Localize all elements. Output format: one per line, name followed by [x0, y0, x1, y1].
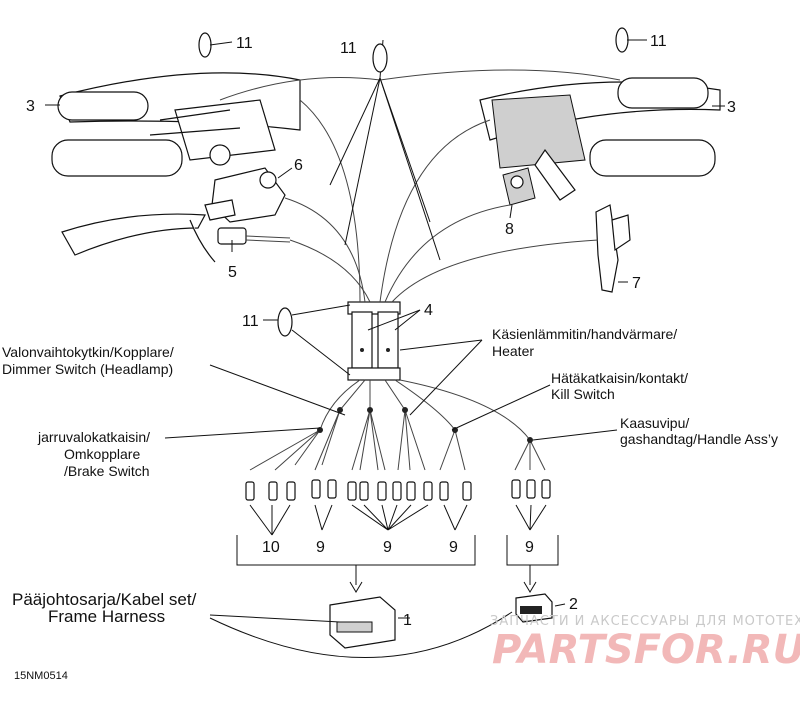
figure-code: 15NM0514 — [14, 670, 68, 682]
callout-9-c: 9 — [449, 539, 458, 556]
callout-7: 7 — [632, 275, 641, 292]
callout-4: 4 — [424, 302, 433, 319]
callout-11-center: 11 — [340, 40, 357, 57]
brake-label-line2: Omkopplare — [64, 446, 140, 462]
dimmer-label-line1: Valonvaihtokytkin/Kopplare/ — [2, 344, 174, 360]
part-7-lever — [595, 204, 631, 293]
kill-label-line2: Kill Switch — [551, 386, 615, 402]
watermark-line: ЗАПЧАСТИ И АКСЕССУАРЫ ДЛЯ МОТОТЕХНИКИ — [490, 614, 800, 629]
right-grip — [589, 139, 716, 177]
left-grip — [51, 139, 183, 177]
right-grip-top — [617, 77, 709, 109]
callout-11-left: 11 — [236, 35, 253, 52]
harness-pointers — [209, 611, 513, 659]
callout-9-a: 9 — [316, 539, 325, 556]
callout-11-right: 11 — [650, 33, 667, 50]
bracket-lines — [236, 535, 559, 593]
callout-9-b: 9 — [383, 539, 392, 556]
callout-5: 5 — [228, 264, 237, 281]
lower-harness — [249, 379, 546, 471]
tie-wrap-icon-left — [198, 32, 212, 58]
label-leaders — [45, 39, 725, 619]
harness-label-line2: Frame Harness — [48, 607, 165, 626]
brake-label-line3: /Brake Switch — [64, 463, 150, 479]
callout-11-mid: 11 — [242, 313, 259, 330]
kill-label-line1: Hätäkatkaisin/kontakt/ — [551, 370, 688, 386]
heater-label-line2: Heater — [492, 343, 534, 359]
callout-2: 2 — [569, 596, 578, 613]
watermark-logo: PARTSFOR.RU — [492, 627, 800, 673]
callout-8: 8 — [505, 221, 514, 238]
terminals — [245, 479, 551, 501]
left-handlebar — [51, 72, 301, 177]
part-6-switch — [204, 167, 286, 223]
tie-wrap-icon-right — [615, 27, 629, 53]
callout-9-d: 9 — [525, 539, 534, 556]
right-handlebar — [479, 77, 721, 201]
part-8-switch — [502, 167, 536, 206]
callout-3-left: 3 — [26, 98, 35, 115]
callout-10: 10 — [262, 539, 280, 556]
brake-label-line1: jarruvalokatkaisin/ — [37, 429, 150, 445]
callout-3-right: 3 — [727, 99, 736, 116]
dimmer-label-line2: Dimmer Switch (Headlamp) — [2, 361, 173, 377]
callout-6: 6 — [294, 157, 303, 174]
terminal-callouts — [249, 504, 547, 536]
throttle-label-line2: gashandtag/Handle Ass’y — [620, 431, 778, 447]
throttle-housing — [491, 94, 586, 169]
harness-label-line1: Pääjohtosarja/Kabel set/ — [12, 590, 197, 609]
upper-wires — [219, 69, 621, 303]
tie-wrap-icon-center — [372, 43, 388, 73]
tie-wrap-callouts — [329, 39, 441, 261]
left-grip-top — [57, 91, 149, 121]
heater-label-line1: Käsienlämmitin/handvärmare/ — [492, 326, 677, 342]
connector-block-4 — [347, 301, 401, 381]
part-5-component — [61, 213, 291, 263]
throttle-label-line1: Kaasuvipu/ — [620, 415, 689, 431]
part-1-connector — [329, 596, 396, 649]
tie-wrap-icon-mid — [277, 304, 351, 376]
part-2-connector — [515, 593, 553, 623]
callout-1: 1 — [403, 612, 412, 629]
